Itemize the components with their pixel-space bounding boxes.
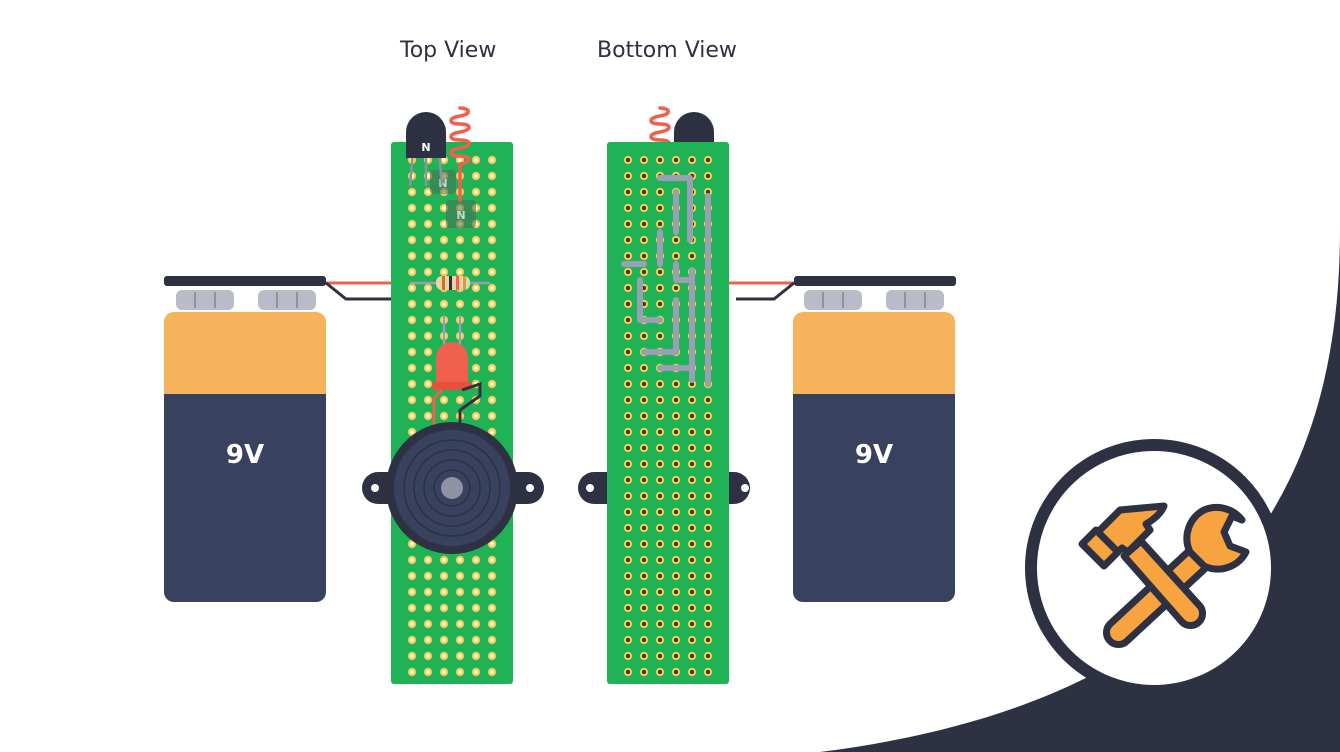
board-bottom-view: N bbox=[578, 106, 795, 684]
tools-badge bbox=[1025, 439, 1283, 697]
led bbox=[432, 316, 482, 426]
battery-left: 9V bbox=[164, 276, 326, 602]
resistor bbox=[410, 276, 490, 290]
board-top-view: N N N bbox=[325, 106, 544, 684]
transistor-top: N bbox=[406, 112, 446, 187]
bottom-view-title: Bottom View bbox=[597, 38, 737, 63]
battery-right-label: 9V bbox=[855, 440, 893, 470]
battery-left-label: 9V bbox=[226, 440, 264, 470]
svg-text:N: N bbox=[456, 209, 465, 222]
top-view-title: Top View bbox=[400, 38, 497, 63]
hammer-wrench-icon bbox=[1078, 502, 1250, 648]
solder-traces bbox=[621, 175, 711, 387]
transistor-label: N bbox=[421, 141, 430, 154]
battery-right: 9V bbox=[793, 276, 956, 602]
coil-top bbox=[449, 106, 471, 202]
buzzer-top bbox=[362, 422, 544, 554]
